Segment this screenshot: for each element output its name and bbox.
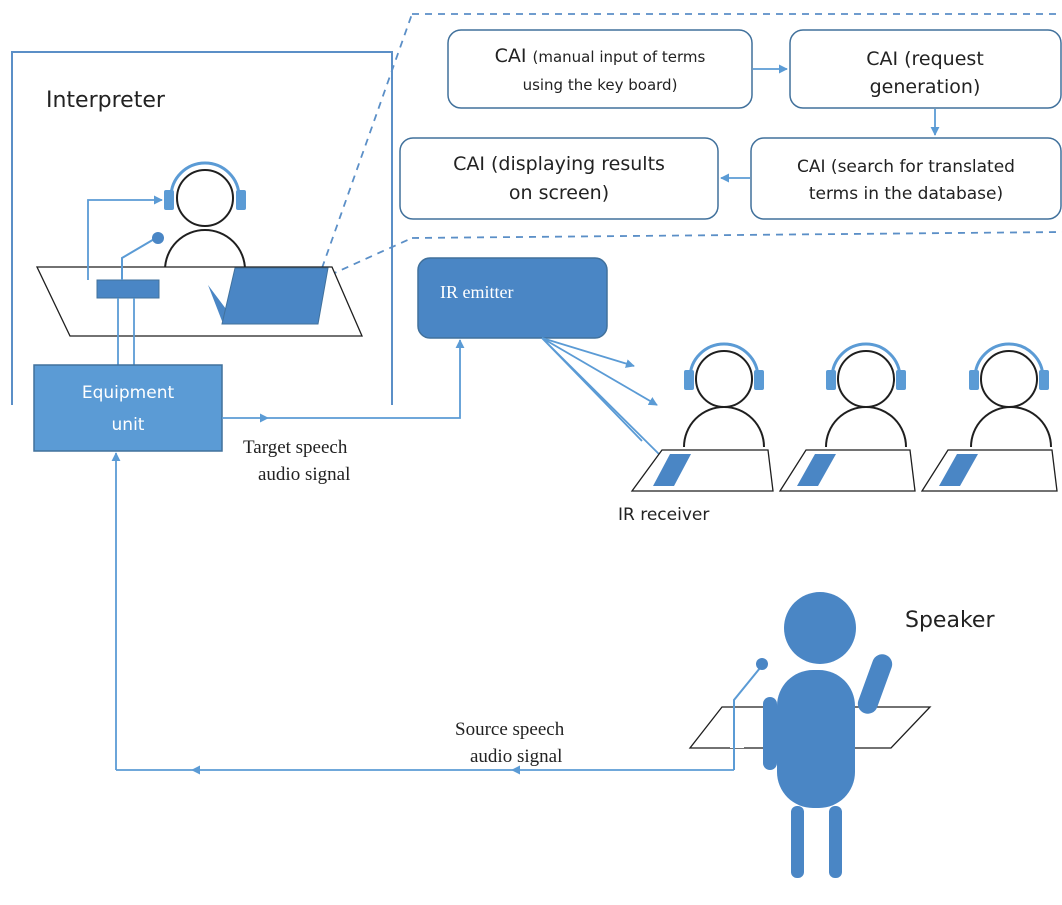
svg-text:terms in the database): terms in the database) [809, 184, 1003, 204]
svg-text:CAI (request: CAI (request [866, 48, 984, 70]
target-speech-label-2: audio signal [258, 464, 350, 485]
ir-receiver-label: IR receiver [618, 505, 709, 525]
ir-receiver-device-3 [939, 454, 978, 486]
svg-text:CAI(manual input of terms: CAI(manual input of terms [495, 45, 706, 67]
ir-beam-2 [541, 337, 658, 406]
cai-step-manual-input: CAI(manual input of terms using the key … [447, 29, 753, 109]
interpreter-figure [164, 161, 246, 271]
listener-2 [778, 342, 916, 492]
interpreter-booth-outline [11, 51, 393, 405]
laptop-icon [208, 267, 329, 325]
callout-dashed-upper [321, 13, 413, 269]
svg-text:CAI (displaying results: CAI (displaying results [453, 153, 665, 175]
cai-step-request-generation: CAI (request generation) [789, 29, 1062, 109]
svg-text:IR emitter: IR emitter [440, 282, 513, 302]
svg-text:using the key board): using the key board) [523, 76, 678, 94]
svg-text:CAI (search for translated: CAI (search for translated [797, 157, 1015, 177]
interpreter-label: Interpreter [46, 88, 166, 113]
ir-beam-1 [541, 337, 635, 368]
source-speech-label-2: audio signal [470, 746, 562, 767]
listener-1 [630, 342, 774, 492]
arrow-to-interpreter-headphones [87, 195, 163, 280]
equipment-unit: Equipment unit [33, 364, 223, 452]
target-speech-label: Target speech [243, 437, 348, 458]
listener-3 [920, 342, 1058, 492]
speaker-label: Speaker [905, 608, 995, 633]
headphone-left-icon [164, 190, 174, 210]
svg-text:on screen): on screen) [509, 182, 609, 204]
callout-dashed-lower [329, 237, 413, 276]
interpreter-console [96, 279, 160, 299]
speaker-microphone-icon [733, 658, 768, 770]
ir-receiver-device-1 [653, 454, 691, 486]
svg-text:unit: unit [112, 415, 145, 435]
headphone-right-icon [236, 190, 246, 210]
arrow-target-speech-to-emitter [268, 339, 465, 419]
svg-text:generation): generation) [870, 76, 981, 98]
ir-beam-4 [541, 337, 671, 466]
source-speech-label: Source speech [455, 719, 565, 740]
speaker-figure [688, 592, 932, 878]
ir-receiver-device-2 [797, 454, 836, 486]
cai-step-database-search: CAI (search for translated terms in the … [750, 137, 1062, 220]
interpreter-microphone-icon [121, 232, 164, 280]
ir-emitter: IR emitter [417, 257, 608, 339]
svg-text:Equipment: Equipment [82, 383, 175, 403]
cai-step-display-results: CAI (displaying results on screen) [399, 137, 719, 220]
callout-dashed-bottom [411, 231, 1062, 239]
